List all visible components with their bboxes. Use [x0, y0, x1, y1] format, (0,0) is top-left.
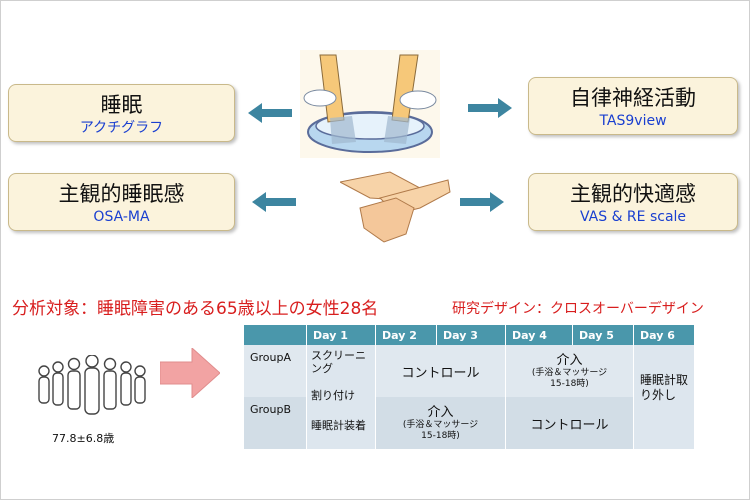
- device-on-text: 睡眠計装着: [311, 419, 366, 432]
- people-group-icon: [38, 355, 146, 415]
- group-b-control: コントロール: [505, 397, 634, 449]
- subjects-text: 分析対象：睡眠障害のある65歳以上の女性28名: [12, 299, 379, 319]
- sleep-measure: アクチグラフ: [79, 120, 164, 136]
- header-day6: Day 6: [633, 325, 695, 345]
- group-b-row: GroupB 介入 (手浴＆マッサージ 15-18時) コントロール: [244, 397, 695, 449]
- screening-text: スクリーニング: [311, 349, 366, 375]
- group-a-intervention-title: 介入: [556, 353, 583, 368]
- group-a-intervention-detail1: (手浴＆マッサージ: [531, 368, 608, 378]
- header-blank: [244, 325, 307, 345]
- group-a-label: GroupA: [244, 345, 307, 397]
- header-day3: Day 3: [436, 325, 506, 345]
- comfort-title: 主観的快適感: [570, 182, 696, 206]
- subjective-sleep-box: 主観的睡眠感 OSA-MA: [8, 173, 235, 231]
- schedule-table: Day 1 Day 2 Day 3 Day 4 Day 5 Day 6 Grou…: [244, 325, 695, 449]
- subjective-sleep-measure: OSA-MA: [93, 209, 150, 225]
- schedule-header-row: Day 1 Day 2 Day 3 Day 4 Day 5 Day 6: [244, 325, 695, 345]
- group-b-intervention-title: 介入: [427, 405, 454, 420]
- header-day2: Day 2: [375, 325, 437, 345]
- header-day5: Day 5: [572, 325, 634, 345]
- group-b-intervention-detail1: (手浴＆マッサージ: [402, 420, 479, 430]
- group-b-intervention-detail2: 15-18時): [421, 431, 460, 441]
- age-text: 77.8±6.8歳: [52, 432, 115, 445]
- arrow-left-lower: [252, 192, 296, 212]
- comfort-box: 主観的快適感 VAS & RE scale: [528, 173, 738, 231]
- comfort-measure: VAS & RE scale: [579, 209, 687, 225]
- group-a-control: コントロール: [375, 345, 506, 397]
- hand-bath-illustration: [300, 50, 440, 158]
- group-a-intervention: 介入 (手浴＆マッサージ 15-18時): [505, 345, 634, 397]
- device-off-text: 睡眠計取り外し: [633, 345, 695, 449]
- group-b-intervention: 介入 (手浴＆マッサージ 15-18時): [375, 397, 506, 449]
- group-b-label: GroupB: [244, 397, 307, 449]
- arrow-right-lower: [460, 192, 504, 212]
- autonomic-measure: TAS9view: [599, 113, 667, 129]
- header-day1: Day 1: [306, 325, 376, 345]
- group-a-intervention-detail2: 15-18時): [550, 379, 589, 389]
- day1-cell: スクリーニング 割り付け 睡眠計装着: [306, 345, 376, 449]
- flow-arrow: [160, 348, 220, 398]
- assign-text: 割り付け: [311, 389, 355, 402]
- arrow-left-upper: [248, 103, 292, 123]
- hand-massage-illustration: [340, 171, 451, 243]
- subjective-sleep-title: 主観的睡眠感: [58, 182, 185, 206]
- arrow-right-upper: [468, 98, 512, 118]
- group-a-row: GroupA スクリーニング 割り付け 睡眠計装着 コントロール 介入 (手浴＆…: [244, 345, 695, 449]
- sleep-title: 睡眠: [100, 93, 143, 117]
- autonomic-title: 自律神経活動: [570, 86, 696, 110]
- header-day4: Day 4: [505, 325, 573, 345]
- sleep-box: 睡眠 アクチグラフ: [8, 84, 235, 142]
- design-text: 研究デザイン：クロスオーバーデザイン: [452, 301, 704, 317]
- autonomic-box: 自律神経活動 TAS9view: [528, 77, 738, 135]
